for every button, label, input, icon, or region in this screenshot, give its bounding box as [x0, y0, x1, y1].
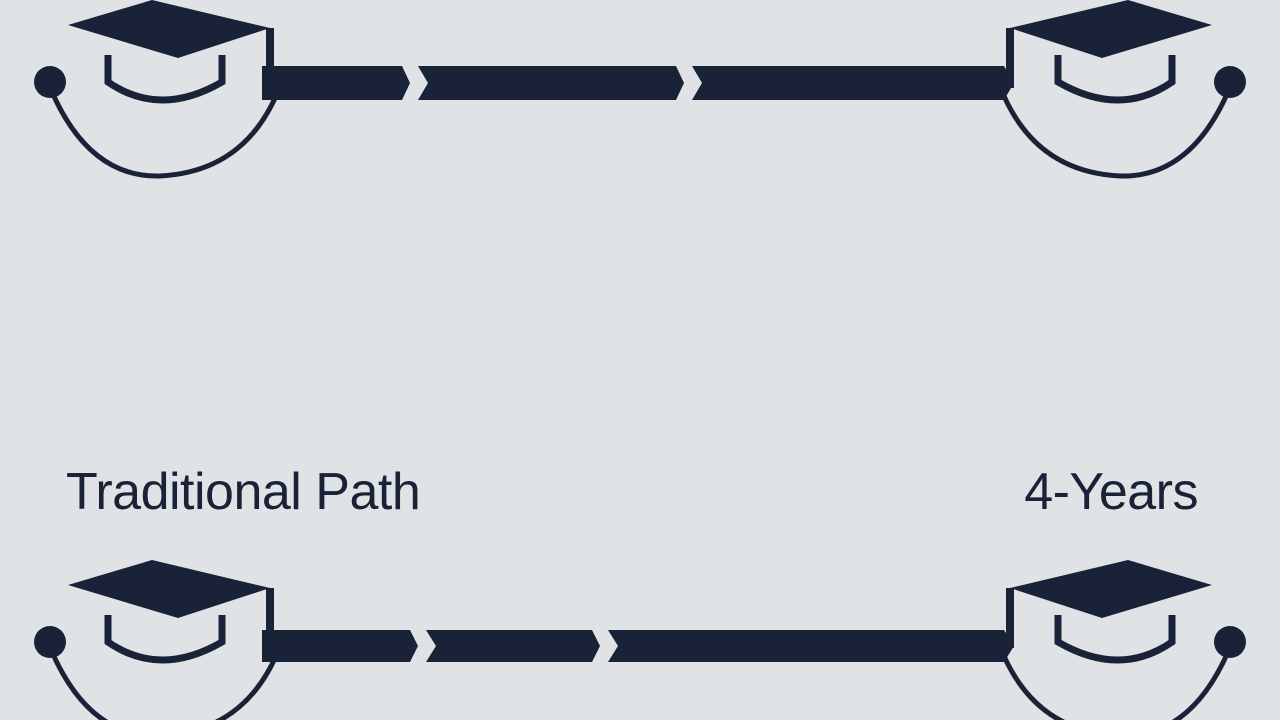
graduation-cap-smile-icon	[1004, 0, 1246, 176]
graduation-cap-smile-icon	[34, 560, 276, 720]
four-years-label: 4-Years	[1024, 463, 1198, 521]
top-path	[34, 0, 1246, 176]
traditional-path-label: Traditional Path	[66, 463, 421, 521]
graduation-cap-smile-icon	[34, 0, 276, 176]
bottom-path	[34, 560, 1246, 720]
bottom-path-bar	[262, 630, 1014, 662]
top-path-bar	[262, 66, 1014, 100]
graduation-cap-smile-icon	[1004, 560, 1246, 720]
